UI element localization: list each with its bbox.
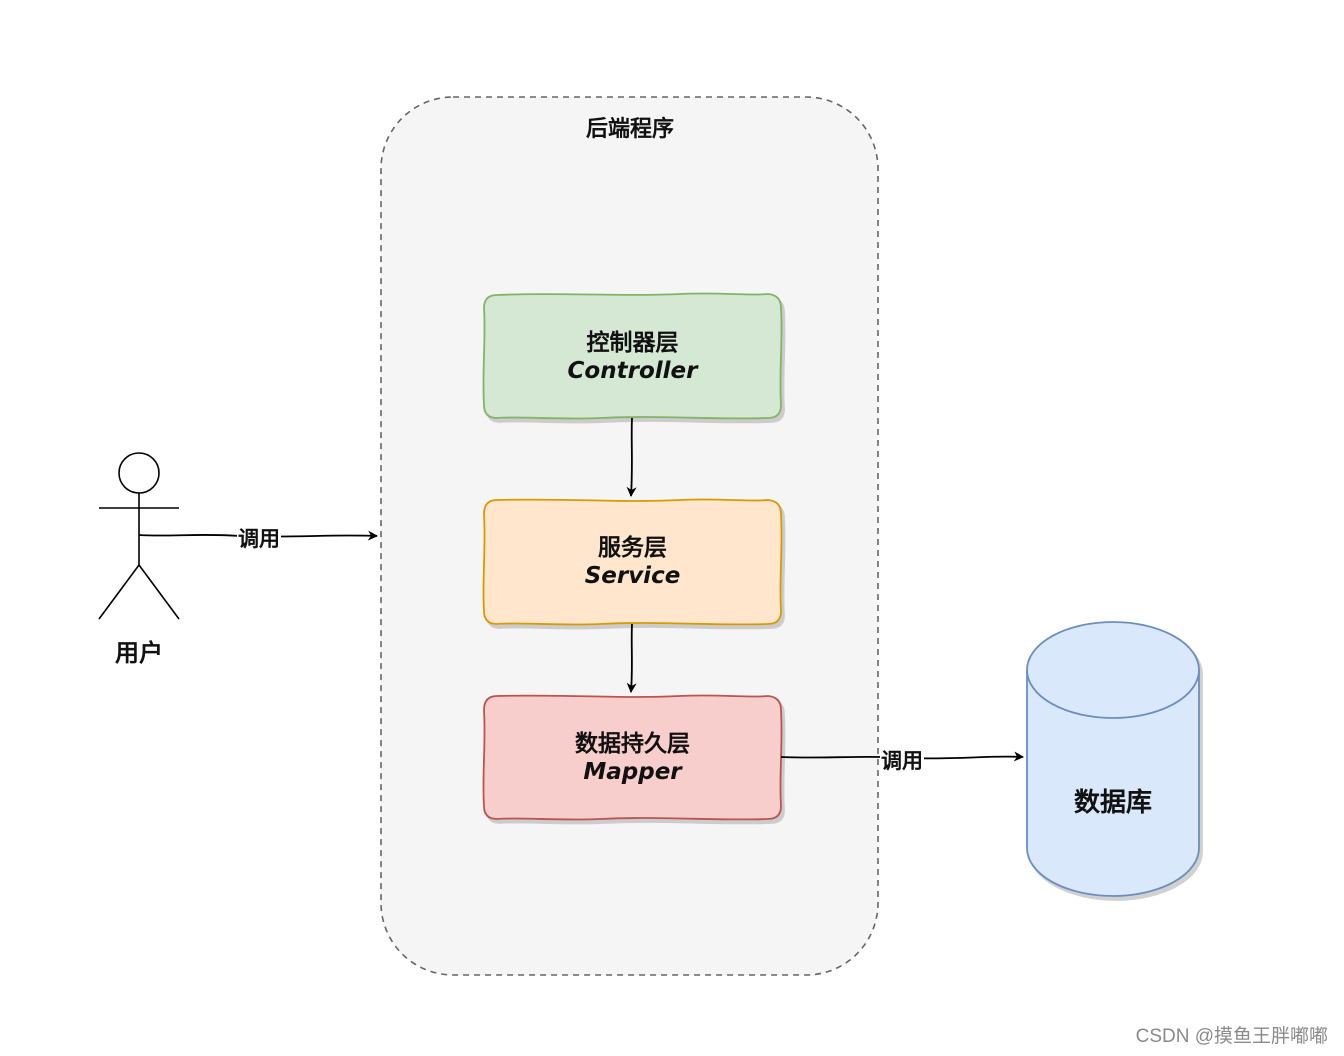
container-title: 后端程序 <box>585 117 674 142</box>
controller-subtitle: Controller <box>567 357 698 384</box>
service-title: 服务层 <box>598 535 667 561</box>
watermark-text: CSDN @摸鱼王胖嘟嘟 <box>1135 1026 1328 1047</box>
user-actor-figure <box>98 452 180 620</box>
arrow-controller-to-service <box>626 417 637 497</box>
mapper-title: 数据持久层 <box>575 730 690 757</box>
controller-title: 控制器层 <box>586 329 679 356</box>
service-box <box>482 498 783 626</box>
mapper-subtitle: Mapper <box>583 758 682 785</box>
database-cylinder <box>1026 621 1200 897</box>
mapper-label: 数据持久层 Mapper <box>484 696 781 819</box>
edge-label-db-call: 调用 <box>880 745 924 775</box>
database-label: 数据库 <box>1073 788 1152 818</box>
arrow-service-to-mapper <box>626 623 637 693</box>
controller-box <box>482 292 783 420</box>
user-actor-label: 用户 <box>115 639 163 667</box>
controller-label: 控制器层 Controller <box>484 295 781 418</box>
edge-label-user-call: 调用 <box>237 523 281 553</box>
mapper-box <box>482 694 783 821</box>
service-label: 服务层 Service <box>484 500 781 624</box>
service-subtitle: Service <box>584 563 681 589</box>
